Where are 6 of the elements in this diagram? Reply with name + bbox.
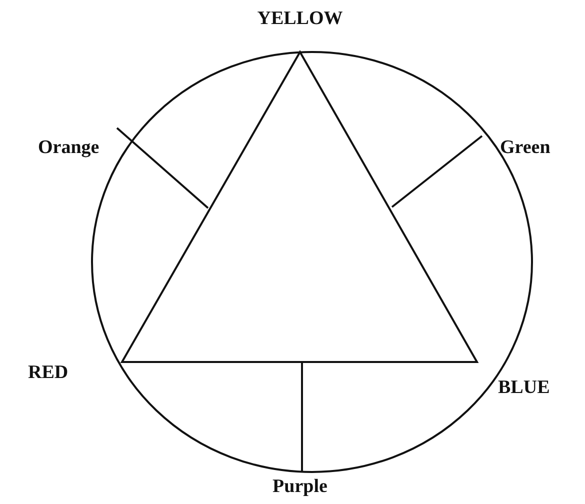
secondary-color-label: Purple (272, 476, 328, 498)
secondary-color-label: Green (500, 137, 550, 159)
primary-color-label: BLUE (498, 377, 550, 399)
primary-color-label: YELLOW (257, 8, 343, 30)
secondary-color-label: Orange (38, 137, 100, 159)
primary-color-label: RED (28, 362, 68, 384)
